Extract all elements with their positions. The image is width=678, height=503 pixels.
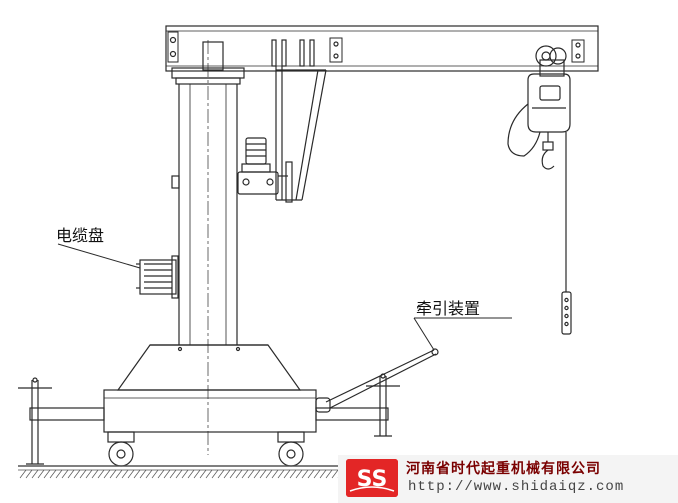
ground-hatch-stroke — [109, 469, 117, 479]
ground-hatch-stroke — [85, 469, 93, 479]
ground-hatch-stroke — [79, 469, 87, 479]
ground-hatch-stroke — [127, 469, 135, 479]
ground-hatch-stroke — [307, 469, 315, 479]
ground-hatch-stroke — [133, 469, 141, 479]
ground-hatch-stroke — [235, 469, 243, 479]
ground-hatch-stroke — [325, 469, 333, 479]
ground-hatch-stroke — [73, 469, 81, 479]
ground-hatch-stroke — [37, 469, 45, 479]
ground-hatch-stroke — [97, 469, 105, 479]
ground-hatch-stroke — [271, 469, 279, 479]
ground-hatch-stroke — [121, 469, 129, 479]
ground-hatch-stroke — [31, 469, 39, 479]
ground-hatch-stroke — [319, 469, 327, 479]
logo-icon: SS — [346, 459, 398, 497]
left-jack — [18, 377, 52, 465]
ground-hatch-stroke — [289, 469, 297, 479]
base-housing — [116, 344, 302, 391]
ground-hatch-stroke — [91, 469, 99, 479]
rear-wheel — [277, 431, 305, 467]
ground-hatch-stroke — [193, 469, 201, 479]
ground-hatch-stroke — [187, 469, 195, 479]
ground-hatch-stroke — [55, 469, 63, 479]
traction-device — [325, 348, 439, 409]
ground-hatch-stroke — [49, 469, 57, 479]
ground-hatch-stroke — [103, 469, 111, 479]
ground-hatch-stroke — [157, 469, 165, 479]
ground-hatch-stroke — [199, 469, 207, 479]
ground-hatch-stroke — [169, 469, 177, 479]
ground-hatch-stroke — [253, 469, 261, 479]
ground-hatch-stroke — [211, 469, 219, 479]
ground-hatch-stroke — [259, 469, 267, 479]
ground-hatch-stroke — [283, 469, 291, 479]
jib-brace — [275, 66, 327, 201]
front-wheel — [107, 431, 135, 467]
ground-hatch-stroke — [67, 469, 75, 479]
ground-hatch-stroke — [145, 469, 153, 479]
traction-leader — [413, 317, 435, 351]
ground-hatch-stroke — [139, 469, 147, 479]
ground-hatch-stroke — [25, 469, 33, 479]
cable-reel-label: 电缆盘 — [56, 226, 105, 245]
traction-device-label: 牵引装置 — [416, 299, 481, 318]
chassis — [29, 389, 389, 433]
right-jack — [366, 373, 400, 437]
jib-arm — [165, 25, 599, 72]
ground-hatch-stroke — [295, 469, 303, 479]
slewing-motor — [237, 137, 293, 203]
ground-hatch-stroke — [217, 469, 225, 479]
ground-hatch-stroke — [61, 469, 69, 479]
ground-hatch-stroke — [313, 469, 321, 479]
ground-hatch-stroke — [181, 469, 189, 479]
company-website[interactable]: http://www.shidaiqz.com — [408, 479, 625, 495]
cable-reel — [136, 255, 179, 299]
cable-reel-leader — [57, 243, 141, 269]
ground-hatch-stroke — [43, 469, 51, 479]
ground-hatch-stroke — [163, 469, 171, 479]
ground-hatch-stroke — [223, 469, 231, 479]
ground-hatch-stroke — [229, 469, 237, 479]
ground-hatch-stroke — [265, 469, 273, 479]
ground-hatch-stroke — [115, 469, 123, 479]
ground-hatch-stroke — [241, 469, 249, 479]
ground-hatch-stroke — [301, 469, 309, 479]
ground-hatch-stroke — [331, 469, 339, 479]
ground-hatch-stroke — [175, 469, 183, 479]
company-logo: SS — [346, 459, 398, 497]
ground-hatch-stroke — [247, 469, 255, 479]
ground-hatch-stroke — [205, 469, 213, 479]
ground-hatch-stroke — [151, 469, 159, 479]
ground-hatch-stroke — [277, 469, 285, 479]
electric-hoist — [507, 45, 572, 335]
ground — [18, 465, 345, 479]
company-name: 河南省时代起重机械有限公司 — [406, 461, 601, 477]
ground-hatch-stroke — [19, 469, 27, 479]
column — [171, 40, 238, 455]
